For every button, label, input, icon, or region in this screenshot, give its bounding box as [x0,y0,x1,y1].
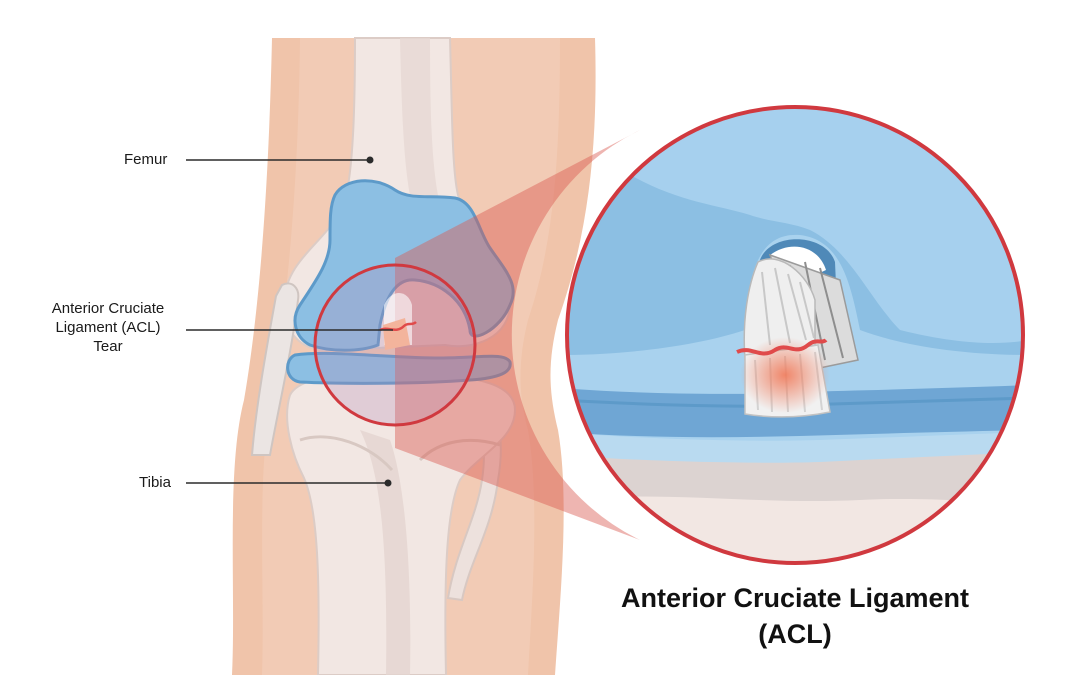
tibia-contour [299,435,501,471]
knee-zoom-ring [313,263,477,427]
femur-shading [400,38,486,300]
zoom-detail [567,107,1023,563]
tibia-shading [360,430,411,675]
label-acl-line1: Anterior Cruciate [51,300,165,317]
label-femur: Femur [124,151,168,168]
patellar-tendon [250,282,300,456]
title-line1: Anterior Cruciate Ligament [620,583,970,613]
label-acl-line2: Ligament (ACL) [55,319,161,336]
acl-small-tear [379,321,417,332]
femur-dot [366,156,374,164]
label-acl-line3: Tear [93,338,123,355]
label-acl-tear: Anterior Cruciate Ligament (ACL) Tear [28,299,188,356]
meniscus [286,351,512,385]
zoom-beam [395,130,640,540]
label-tibia: Tibia [139,474,171,491]
tibia-dot [384,479,392,487]
zoom-ring [565,105,1025,565]
diagram-title: Anterior Cruciate Ligament (ACL) [590,580,1000,652]
title-line2: (ACL) [758,619,832,649]
acl-tear-line [736,338,828,356]
